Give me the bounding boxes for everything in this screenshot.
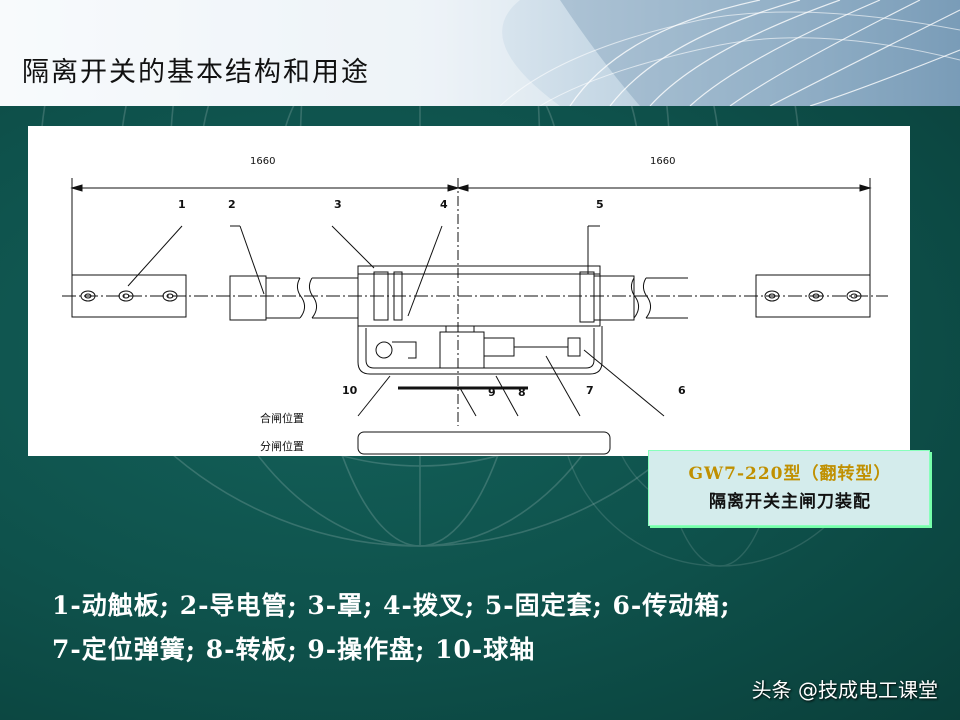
slide-header: 隔离开关的基本结构和用途: [0, 0, 960, 106]
engineering-drawing: 1660 1660 1 2 3 4 5 10 9 8 7 6 合闸位置 分闸位置: [28, 126, 910, 456]
part-number-9: 9: [488, 386, 496, 399]
watermark: 头条 @技成电工课堂: [751, 678, 938, 702]
callout-description: 隔离开关主闸刀装配: [709, 492, 871, 512]
dimension-right: 1660: [650, 156, 676, 167]
switch-assembly-drawing: [62, 178, 888, 455]
callout-model: GW7-220型（翻转型）: [688, 464, 892, 484]
assembly-callout: GW7-220型（翻转型） 隔离开关主闸刀装配: [648, 450, 930, 526]
part-number-8: 8: [518, 386, 526, 399]
part-number-6: 6: [678, 384, 686, 397]
dimension-left: 1660: [250, 156, 276, 167]
closed-position-label: 合闸位置: [260, 412, 304, 425]
parts-legend-line-1: 1-动触板; 2-导电管; 3-罩; 4-拨叉; 5-固定套; 6-传动箱;: [52, 591, 731, 620]
page-title: 隔离开关的基本结构和用途: [22, 57, 370, 88]
part-number-7: 7: [586, 384, 594, 397]
part-number-3: 3: [334, 198, 342, 211]
part-number-5: 5: [596, 198, 604, 211]
open-position-label: 分闸位置: [260, 440, 304, 453]
slide-content: 1660 1660 1 2 3 4 5 10 9 8 7 6 合闸位置 分闸位置…: [0, 106, 960, 720]
part-number-1: 1: [178, 198, 186, 211]
header-decoration: [0, 0, 960, 106]
part-number-2: 2: [228, 198, 236, 211]
parts-legend-line-2: 7-定位弹簧; 8-转板; 9-操作盘; 10-球轴: [52, 635, 536, 664]
part-number-10: 10: [342, 384, 358, 397]
part-number-4: 4: [440, 198, 448, 211]
